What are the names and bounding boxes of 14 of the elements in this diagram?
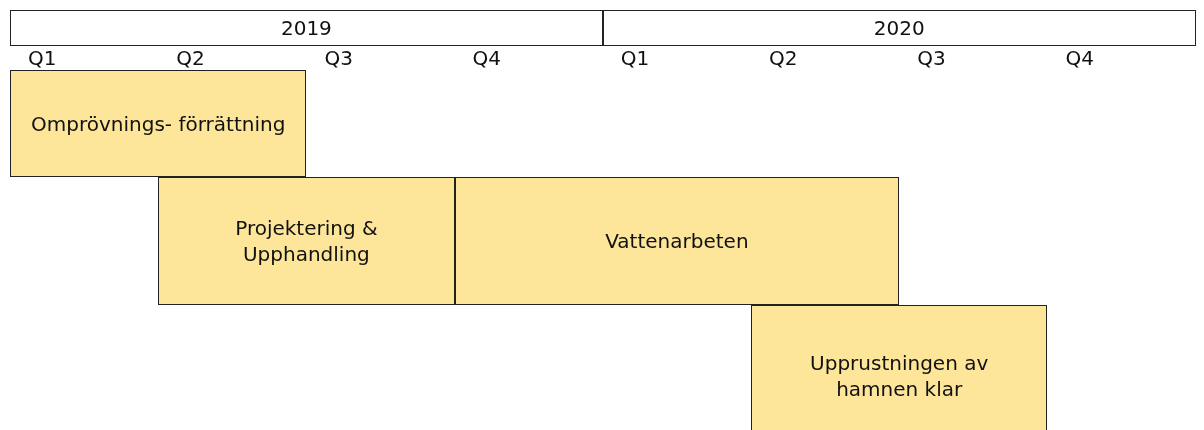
task-bar: Omprövnings- förrättning [10, 70, 307, 177]
quarter-label: Q1 [620, 46, 650, 70]
quarter-label: Q3 [324, 46, 353, 70]
year-header: 2020 [602, 10, 1196, 46]
task-bar: Projektering & Upphandling [158, 177, 455, 305]
quarter-label: Q2 [176, 46, 205, 70]
year-header: 2019 [10, 10, 603, 46]
quarter-label: Q4 [472, 46, 502, 70]
quarter-label: Q1 [28, 46, 57, 70]
quarter-label: Q2 [769, 46, 798, 70]
task-bar: Vattenarbeten [454, 177, 900, 305]
quarter-label: Q3 [917, 46, 946, 70]
task-bar: Upprustningen av hamnen klar [751, 305, 1048, 430]
quarter-label: Q4 [1065, 46, 1094, 70]
